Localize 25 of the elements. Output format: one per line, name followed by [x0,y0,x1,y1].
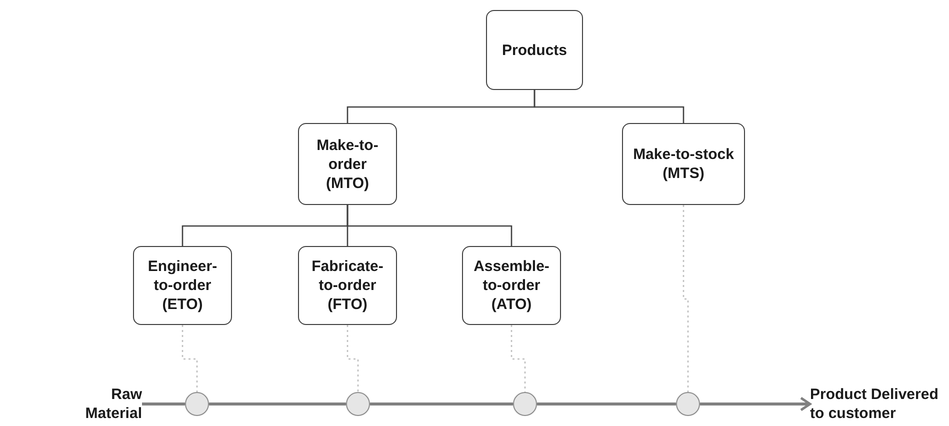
box-label: Assemble-to-order (ATO) [472,257,550,314]
connector-line [510,325,526,392]
box-label: Fabricate-to-order (FTO) [310,257,384,314]
timeline-label: Raw Material [84,385,142,423]
box-label: Make-to-stock (MTS) [632,145,735,183]
timeline-label: Product Delivered to customer [810,385,940,423]
box-label: Make-to-order (MTO) [316,136,380,192]
connector-line [346,205,512,246]
arrow [700,396,812,412]
process-box [298,246,397,325]
process-box [622,123,745,205]
box-label: Engineer-to-order (ETO) [146,257,218,314]
box-label: Products [502,40,567,60]
connector-line [682,205,689,392]
process-box [462,246,561,325]
connector-line [209,402,346,406]
process-box [133,246,232,325]
connector-line [142,402,185,406]
connector-line [534,90,684,123]
connector-line [537,402,676,406]
connector-line [370,402,513,406]
connector-line [346,325,359,392]
connector-line [182,325,198,392]
process-box [486,10,583,90]
process-box [298,123,397,205]
